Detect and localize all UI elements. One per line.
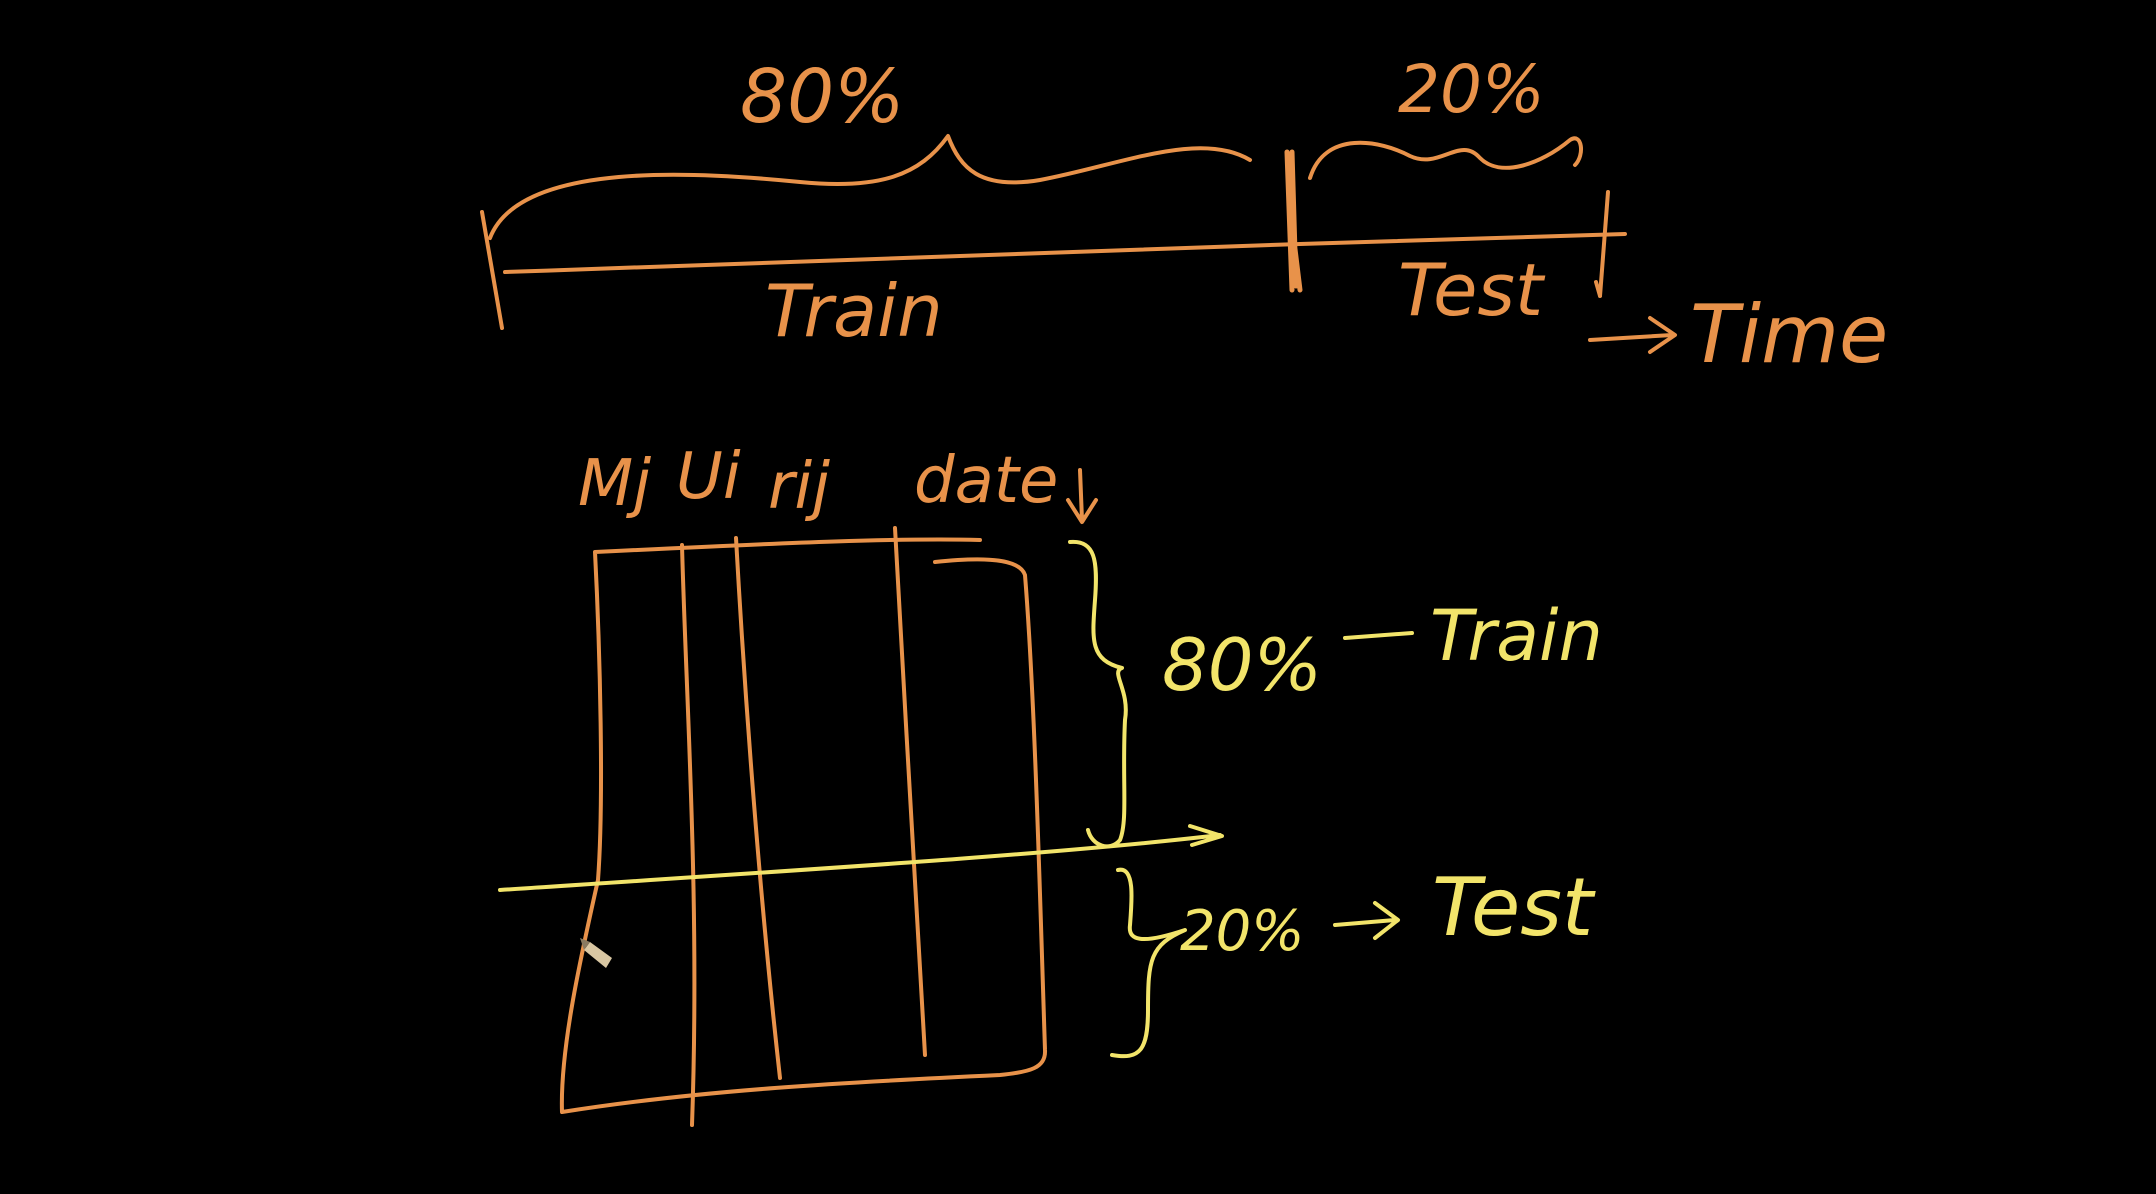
timeline-split-marker bbox=[1284, 149, 1303, 293]
timeline-start-tick bbox=[480, 210, 504, 330]
table-column-divider-3 bbox=[893, 526, 927, 1057]
split-test-pct: 20% bbox=[1180, 899, 1304, 964]
table-column-header-rij: rij bbox=[768, 450, 830, 524]
table-outline bbox=[559, 537, 1048, 1114]
split-line bbox=[498, 824, 1224, 892]
split-group bbox=[498, 539, 1414, 1059]
test-brace bbox=[1308, 136, 1583, 180]
time-axis-line bbox=[503, 232, 1627, 274]
test-split-arrow bbox=[1333, 901, 1400, 940]
table-column-divider-1 bbox=[680, 543, 697, 1127]
train-brace bbox=[488, 134, 1252, 240]
time-arrow bbox=[1588, 316, 1677, 354]
timeline-train-pct: 80% bbox=[740, 54, 904, 140]
timeline-end-tick bbox=[1594, 190, 1610, 298]
date-sort-arrow bbox=[1066, 468, 1098, 524]
timeline-axis-label: Time bbox=[1690, 288, 1888, 381]
table-column-header-mj: Mj bbox=[578, 447, 651, 521]
timeline-test-label: Test bbox=[1398, 248, 1546, 332]
train-split-dash bbox=[1343, 631, 1414, 640]
timeline-group bbox=[480, 134, 1677, 354]
split-test-label: Test bbox=[1432, 861, 1596, 954]
table-column-header-date: date bbox=[914, 444, 1058, 518]
data-table bbox=[559, 468, 1098, 1127]
pencil-cursor-icon bbox=[580, 938, 612, 968]
split-train-label: Train bbox=[1430, 595, 1603, 677]
timeline-test-pct: 20% bbox=[1398, 51, 1545, 128]
split-train-pct: 80% bbox=[1162, 623, 1322, 707]
table-column-divider-2 bbox=[734, 536, 782, 1080]
timeline-train-label: Train bbox=[765, 269, 943, 353]
train-split-brace bbox=[1068, 539, 1128, 849]
table-column-header-ui: Ui bbox=[676, 440, 741, 514]
test-split-brace bbox=[1110, 867, 1187, 1059]
